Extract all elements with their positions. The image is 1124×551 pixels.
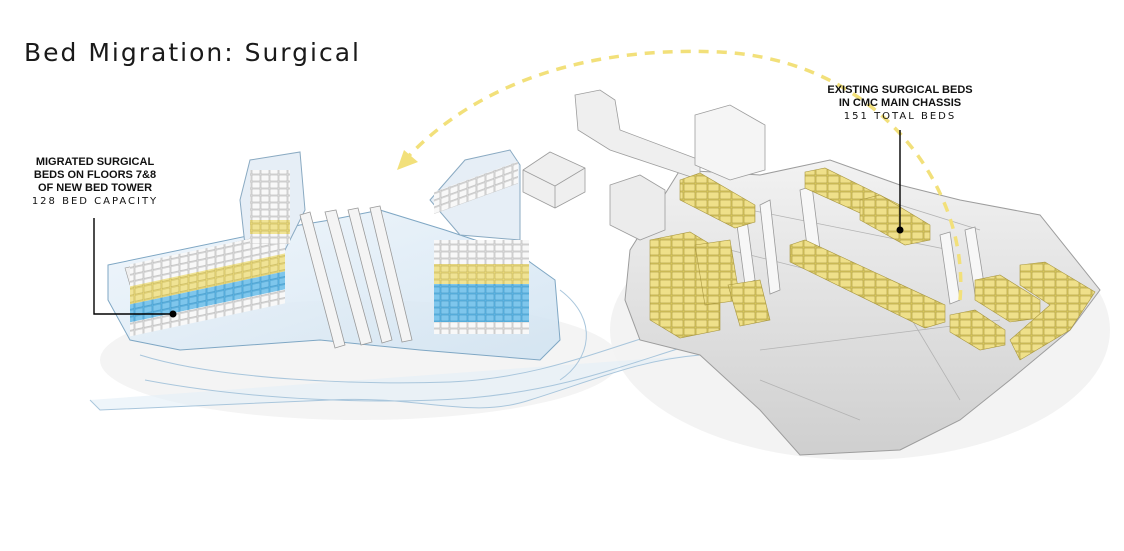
- east-wing-beds: [434, 161, 529, 334]
- migration-arrow: [397, 49, 963, 301]
- leader-lines: [93, 130, 901, 315]
- migrated-line-3: OF NEW BED TOWER: [37, 182, 153, 194]
- existing-total: 151 TOTAL BEDS: [843, 111, 957, 122]
- north-wing-beds: [250, 170, 290, 244]
- leader-dots: [169, 226, 904, 318]
- existing-line-1: EXISTING SURGICAL BEDS: [827, 84, 973, 96]
- cube-building: [522, 151, 586, 209]
- existing-bed-clusters: [649, 167, 1096, 361]
- tower-fins: [299, 205, 413, 349]
- migrated-line-2: BEDS ON FLOORS 7&8: [33, 169, 157, 181]
- migrated-line-1: MIGRATED SURGICAL: [35, 156, 155, 168]
- migrated-beds-callout: MIGRATED SURGICAL BEDS ON FLOORS 7&8 OF …: [20, 156, 170, 208]
- road-ribbons: [89, 289, 701, 411]
- cmc-main-chassis: [574, 89, 1101, 456]
- new-bed-tower: [107, 149, 561, 361]
- existing-line-2: IN CMC MAIN CHASSIS: [838, 97, 962, 109]
- migrated-capacity: 128 BED CAPACITY: [31, 196, 159, 207]
- west-wing-beds: [124, 231, 286, 337]
- existing-beds-callout: EXISTING SURGICAL BEDS IN CMC MAIN CHASS…: [810, 84, 990, 123]
- diagram-title: Bed Migration: Surgical: [24, 38, 361, 67]
